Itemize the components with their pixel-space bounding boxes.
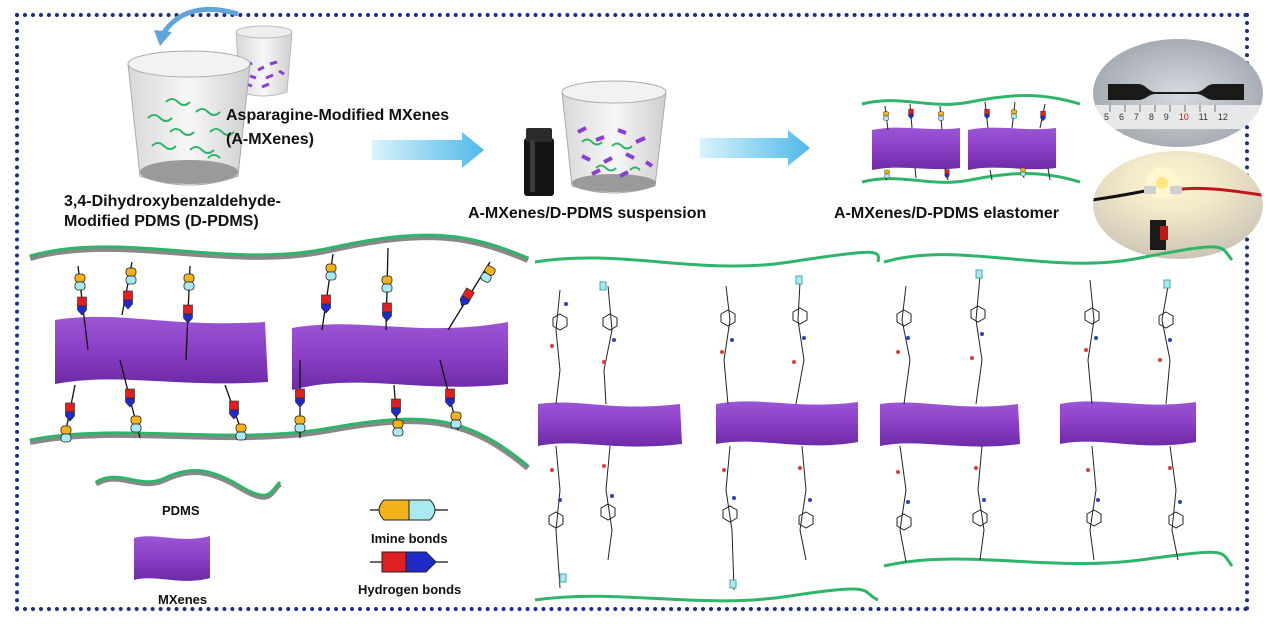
big-beaker: [127, 50, 251, 186]
ruler-tick: 9: [1163, 112, 1169, 122]
ruler-tick: 8: [1148, 112, 1154, 122]
ruler-tick: 10: [1178, 112, 1189, 122]
legend-hydrogen-label: Hydrogen bonds: [358, 582, 462, 597]
ruler-tick: 5: [1104, 112, 1110, 122]
a-mxenes-label-line2: (A-MXenes): [226, 131, 315, 148]
diagram-border: [15, 13, 1249, 611]
legend-graphics: [94, 468, 448, 581]
elastomer-schematic: [861, 94, 1081, 184]
vial: [524, 128, 554, 196]
ruler-tick: 6: [1118, 112, 1124, 122]
chemical-structures: [534, 245, 1234, 603]
suspension-beaker: [561, 80, 667, 194]
elastomer-label: A-MXenes/D-PDMS elastomer: [834, 205, 1059, 222]
a-mxenes-label-line1: Asparagine-Modified MXenes: [226, 107, 450, 124]
legend-imine-label: Imine bonds: [371, 531, 448, 546]
ruler-tick: 12: [1217, 112, 1228, 122]
small-beaker: [235, 25, 293, 97]
legend-mxenes-label: MXenes: [158, 592, 208, 607]
photo-dogbone-sample: [1093, 39, 1263, 147]
ruler-tick: 7: [1133, 112, 1139, 122]
d-pdms-label-line2: Modified PDMS (D-PDMS): [64, 213, 259, 230]
ruler-ticks: 5 6 7 8 9 10 11 12: [1104, 112, 1228, 124]
photo-led-circuit: [1093, 151, 1263, 259]
d-pdms-label-line1: 3,4-Dihydroxybenzaldehyde-: [64, 193, 281, 210]
legend-pdms-label: PDMS: [162, 503, 200, 518]
suspension-label: A-MXenes/D-PDMS suspension: [468, 205, 707, 222]
crosslink-schematic: [29, 233, 530, 471]
ruler-tick: 11: [1198, 112, 1208, 122]
